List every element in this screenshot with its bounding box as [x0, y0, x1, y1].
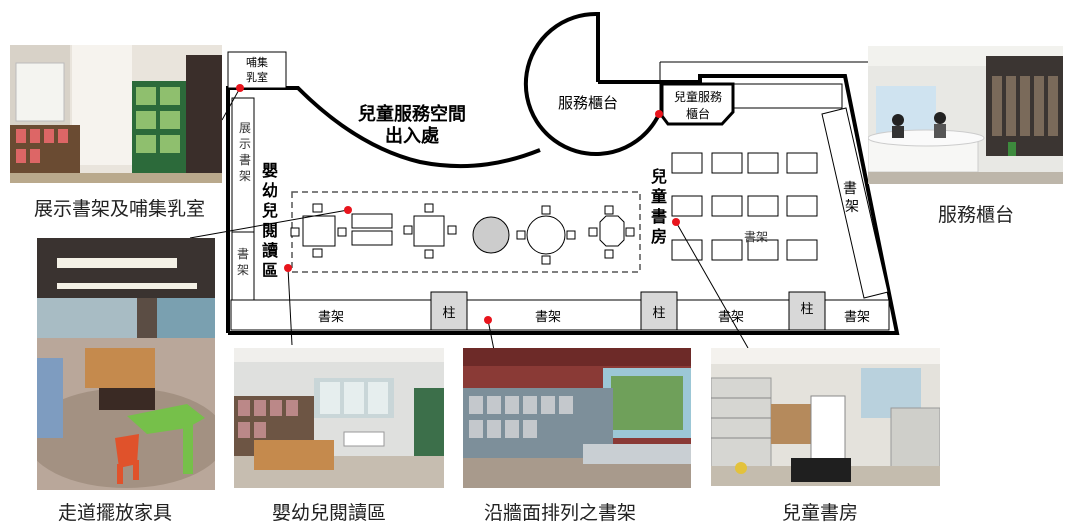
bottom-shelf-4-label: 書架	[844, 310, 870, 325]
caption-infant-reading: 嬰幼兒閱讀區	[272, 502, 387, 524]
bottom-shelf-4	[824, 299, 890, 331]
kids-counter-label-1: 兒童服務	[674, 89, 722, 104]
photo-service-desk	[868, 46, 1063, 184]
caption-wall-shelves: 沿牆面排列之書架	[484, 502, 637, 524]
bottom-shelf-3	[676, 299, 790, 331]
right-shelf-label: 書 架	[843, 181, 859, 215]
location-markers	[236, 84, 680, 324]
service-counter-outline	[523, 11, 662, 156]
svg-text:書: 書	[651, 207, 667, 226]
tables-bookshelf-label: 書架	[744, 230, 768, 244]
marker-corridor	[284, 264, 292, 272]
kids-counter-label-2: 櫃台	[686, 106, 710, 121]
infant-area-label: 嬰 幼 兒 閱 讀 區	[262, 161, 278, 280]
plan-title-line1: 兒童服務空間	[358, 103, 466, 125]
svg-text:書: 書	[237, 247, 249, 261]
display-shelf-label: 展 示 書 架	[239, 121, 251, 183]
reception-box	[733, 83, 843, 109]
bottom-shelf-1-label: 書架	[318, 310, 344, 325]
svg-text:展: 展	[239, 121, 251, 135]
infant-area-furniture	[290, 203, 635, 265]
bottom-shelf-2-label: 書架	[535, 310, 561, 325]
svg-text:兒: 兒	[651, 167, 667, 186]
pillar-1-label: 柱	[442, 306, 455, 321]
pillar-2-label: 柱	[652, 306, 665, 321]
svg-text:示: 示	[239, 137, 251, 151]
svg-text:架: 架	[237, 263, 249, 277]
caption-children-room: 兒童書房	[782, 502, 859, 524]
caption-display-nursing: 展示書架及哺集乳室	[34, 198, 206, 220]
right-bookshelf	[821, 107, 889, 299]
photo-wall-shelves	[463, 348, 691, 488]
leader-lines	[189, 61, 868, 351]
service-counter-label: 服務櫃台	[558, 94, 618, 112]
marker-wall-shelves	[484, 316, 492, 324]
svg-text:讀: 讀	[262, 241, 278, 260]
bottom-shelf-3-label: 書架	[718, 310, 744, 325]
bottom-shelf-1	[230, 299, 432, 331]
svg-text:嬰: 嬰	[262, 161, 278, 180]
bottom-shelf-2	[466, 299, 642, 331]
marker-kids-counter	[655, 110, 663, 118]
svg-text:書: 書	[239, 153, 251, 167]
caption-service-desk: 服務櫃台	[938, 204, 1015, 226]
marker-nursing	[236, 84, 244, 92]
nursing-room-box	[227, 51, 287, 89]
photo-corridor-furniture	[37, 238, 215, 490]
svg-text:架: 架	[239, 169, 251, 183]
svg-text:童: 童	[651, 187, 667, 206]
svg-text:區: 區	[262, 261, 278, 280]
svg-text:書: 書	[843, 181, 857, 197]
marker-infant-area	[344, 206, 352, 214]
left-shelf-label: 書 架	[237, 247, 249, 277]
nursing-label-1: 哺集	[246, 55, 268, 69]
photo-display-nursing	[10, 45, 222, 183]
svg-text:架: 架	[845, 199, 859, 215]
children-room-label: 兒 童 書 房	[651, 167, 667, 246]
plan-title-line2: 出入處	[385, 125, 439, 147]
marker-children-room	[672, 218, 680, 226]
caption-corridor-furniture: 走道擺放家具	[58, 502, 173, 524]
svg-text:幼: 幼	[262, 181, 278, 200]
photo-infant-reading	[234, 348, 444, 488]
outer-wall	[226, 74, 900, 335]
svg-text:房: 房	[651, 227, 667, 246]
svg-text:兒: 兒	[262, 201, 278, 220]
pillar-3-label: 柱	[800, 302, 813, 317]
nursing-label-2: 乳室	[246, 70, 268, 84]
photo-children-room	[711, 348, 940, 486]
svg-text:閱: 閱	[262, 221, 278, 240]
